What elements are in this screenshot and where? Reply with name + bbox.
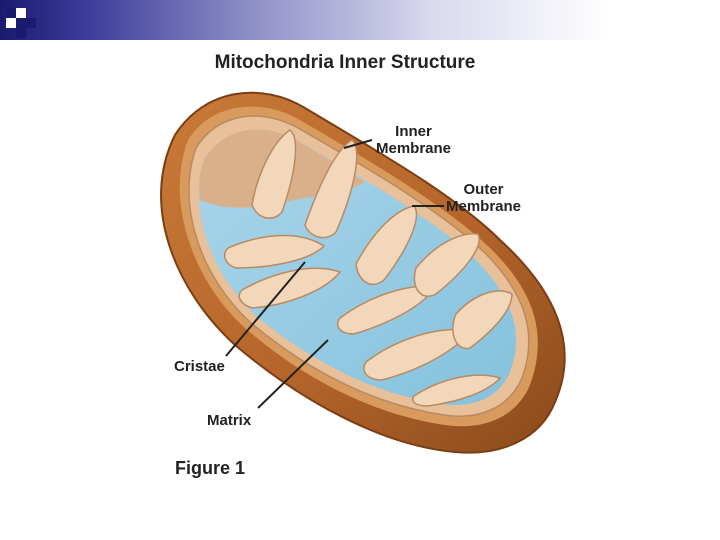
label-inner-membrane: Inner Membrane [376, 123, 451, 157]
crista-fold [304, 139, 358, 239]
crista-fold [363, 328, 472, 381]
label-outer-membrane-line1: Outer [463, 181, 504, 198]
crista-fold [452, 290, 513, 350]
crista-fold [355, 205, 418, 285]
inner-membrane-leader [343, 139, 373, 149]
crista-fold [238, 267, 342, 309]
label-outer-membrane-line2: Membrane [446, 198, 522, 215]
label-cristae: Cristae [174, 358, 225, 375]
cristae-folds [223, 129, 513, 407]
crista-fold [336, 285, 438, 335]
crista-fold [412, 374, 502, 407]
header-square [6, 8, 16, 18]
crista-fold [223, 234, 326, 269]
header-square [16, 8, 26, 18]
figure-caption: Figure 1 [175, 458, 246, 478]
crista-fold [413, 233, 480, 297]
header-square [16, 18, 26, 28]
crista-fold [251, 129, 297, 219]
label-outer-membrane: Outer Membrane [446, 181, 521, 215]
label-inner-membrane-line1: Inner [395, 123, 432, 140]
cristae-leader [225, 261, 306, 357]
header-square [26, 18, 36, 28]
header-gradient-bar [0, 0, 720, 40]
label-inner-membrane-line2: Membrane [376, 140, 452, 157]
diagram-title: Mitochondria Inner Structure [214, 52, 476, 73]
matrix-leader [257, 339, 329, 409]
header-square [16, 28, 26, 38]
label-matrix: Matrix [207, 412, 252, 429]
header-square [6, 18, 16, 28]
